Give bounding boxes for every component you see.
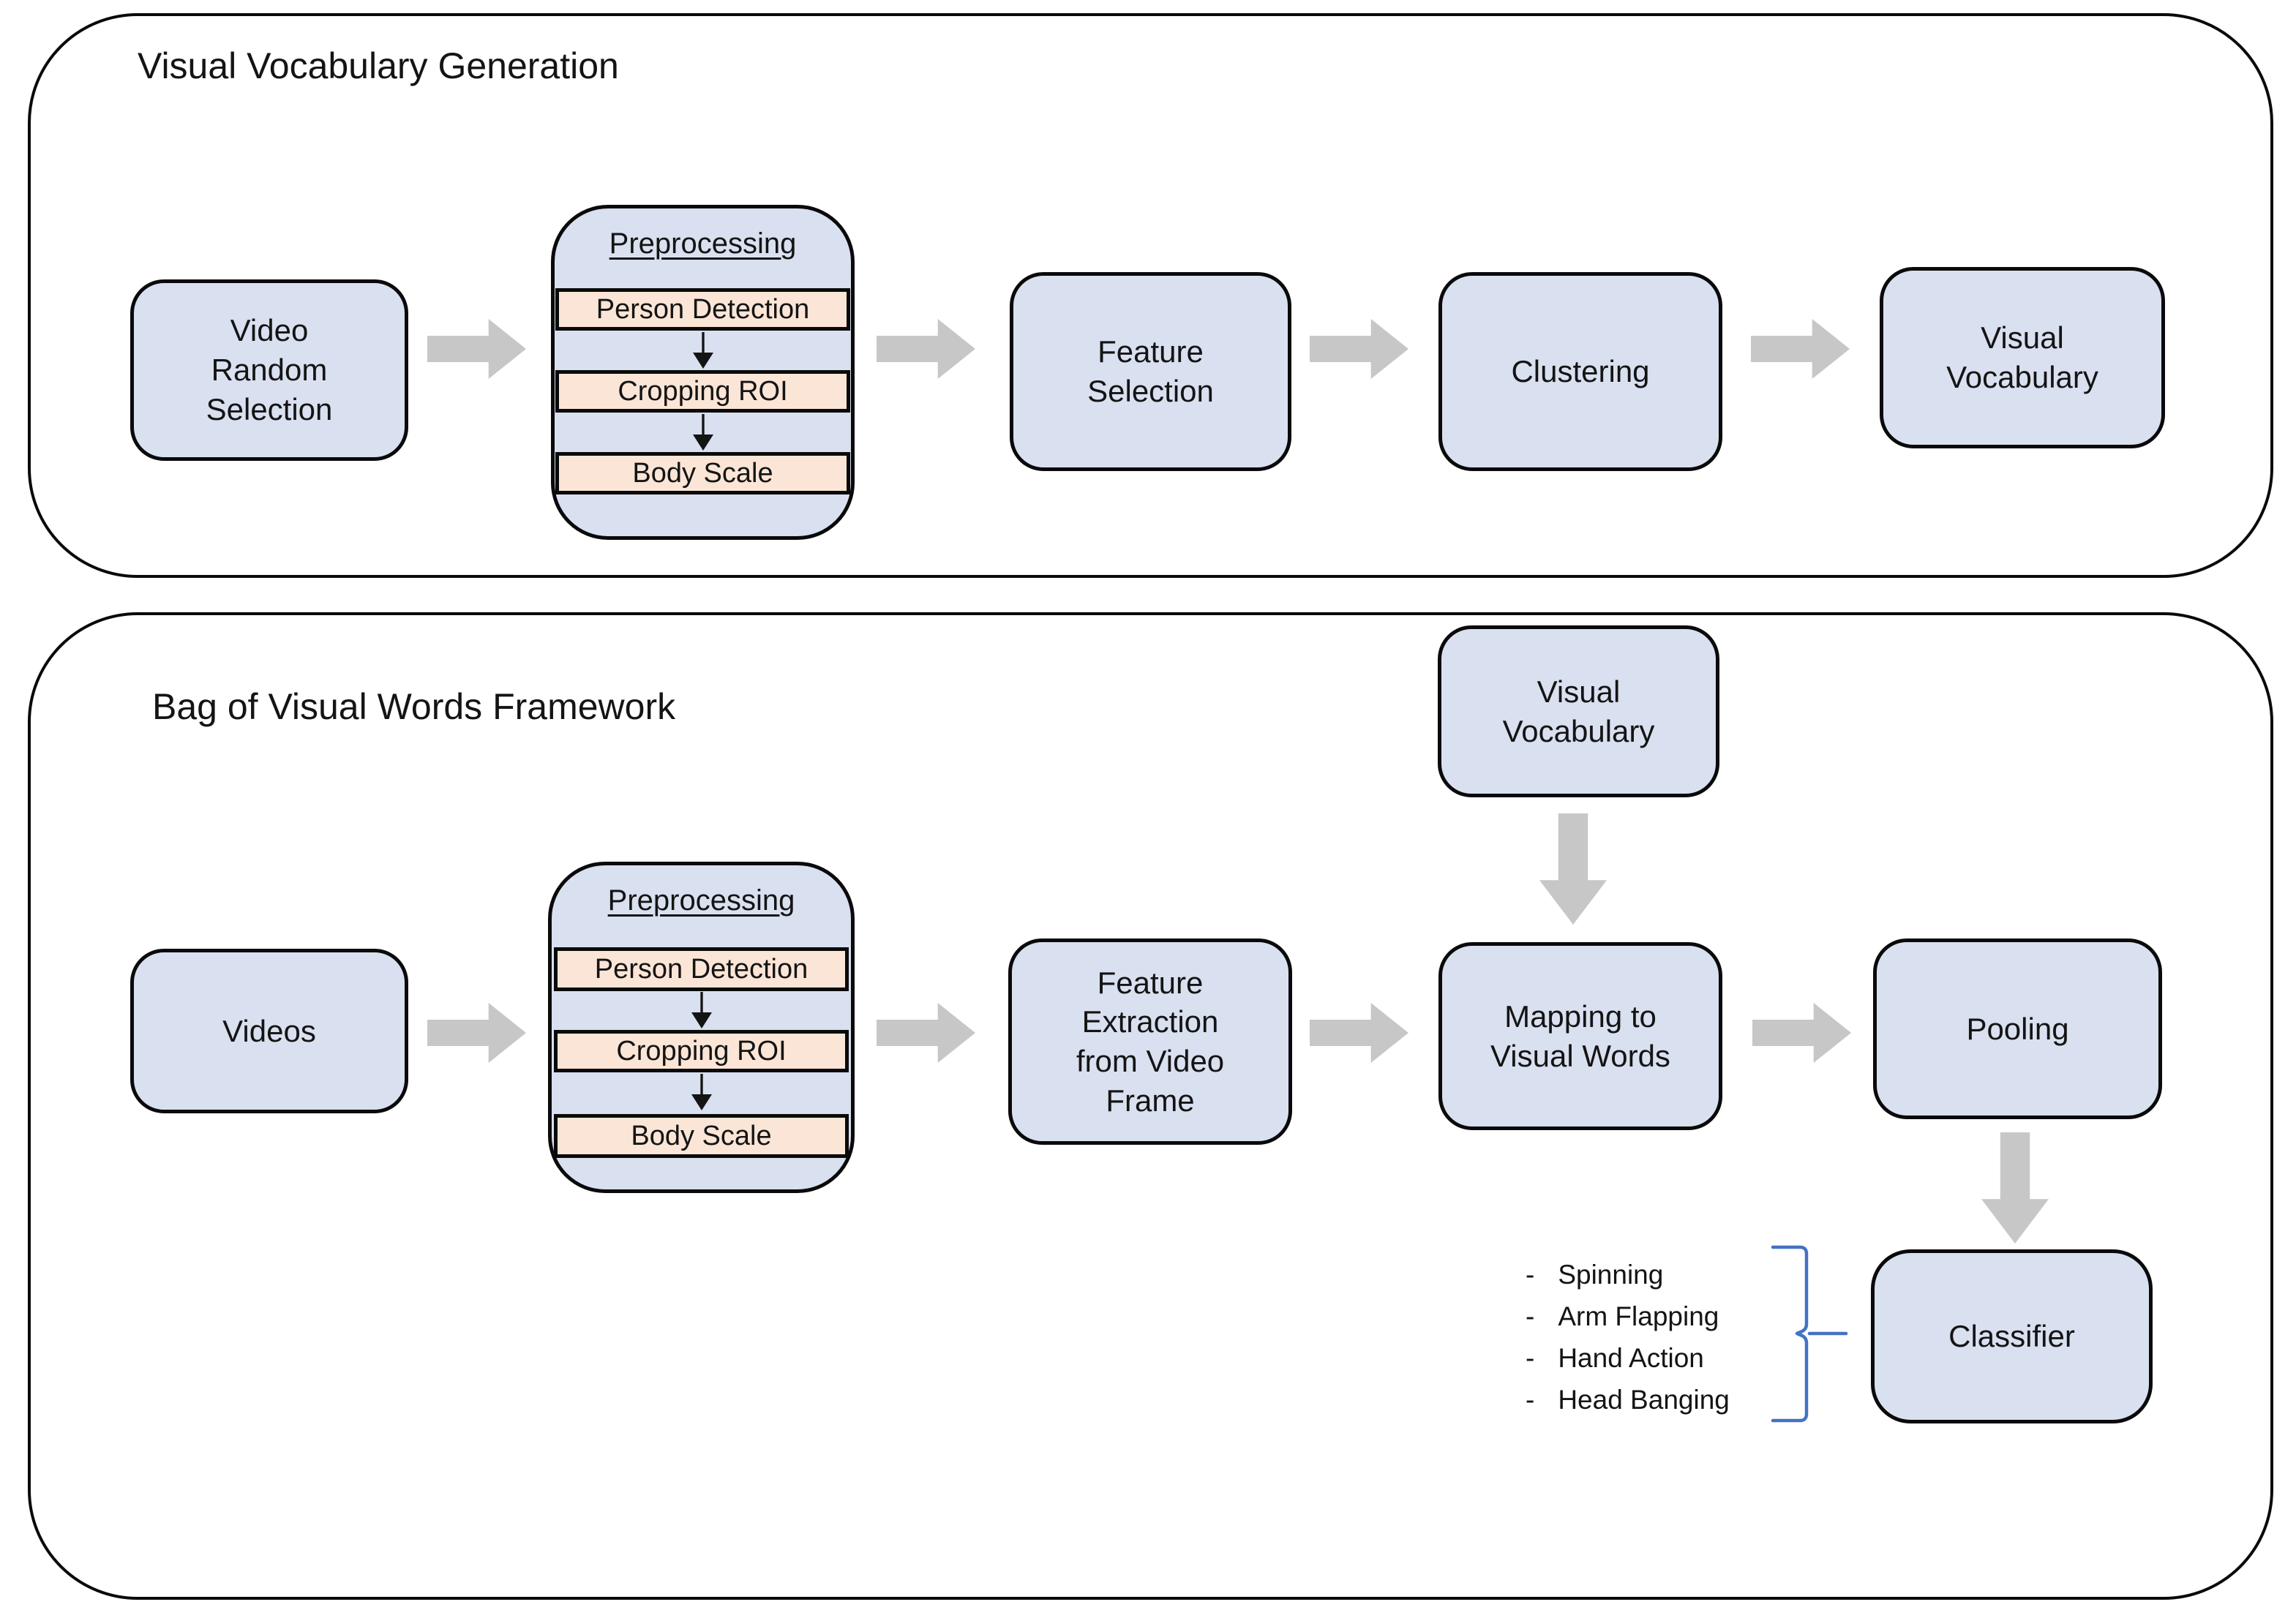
classifier-label: Classifier — [1948, 1319, 2075, 1354]
behavior-list: - Spinning - Arm Flapping - Hand Action … — [1526, 1260, 1730, 1426]
section-1-frame — [28, 13, 2273, 578]
feature-extraction-box: Feature Extraction from Video Frame — [1008, 938, 1292, 1145]
feature-extraction-label: Feature Extraction from Video Frame — [1076, 965, 1225, 1118]
visual-vocabulary-1-box: Visual Vocabulary — [1880, 267, 2165, 448]
clustering-label: Clustering — [1511, 354, 1650, 389]
cropping-roi-1-bar: Cropping ROI — [555, 370, 850, 413]
behavior-label: Spinning — [1558, 1260, 1664, 1290]
person-detection-1-bar: Person Detection — [555, 288, 850, 331]
section-2-title: Bag of Visual Words Framework — [152, 686, 676, 727]
visual-vocabulary-2-label: Visual Vocabulary — [1502, 674, 1655, 748]
pooling-label: Pooling — [1966, 1011, 2069, 1046]
section-1-title: Visual Vocabulary Generation — [138, 45, 619, 86]
visual-vocabulary-2-box: Visual Vocabulary — [1438, 625, 1719, 797]
mapping-to-visual-words-box: Mapping to Visual Words — [1438, 942, 1722, 1130]
clustering-box: Clustering — [1438, 272, 1722, 471]
list-item: - Head Banging — [1526, 1385, 1730, 1417]
pooling-box: Pooling — [1873, 938, 2162, 1119]
dash-bullet: - — [1526, 1343, 1535, 1373]
body-scale-2-bar: Body Scale — [554, 1114, 849, 1158]
cropping-roi-2-bar: Cropping ROI — [554, 1030, 849, 1072]
behavior-label: Head Banging — [1558, 1385, 1730, 1415]
video-random-selection-box: Video Random Selection — [130, 279, 408, 461]
list-item: - Spinning — [1526, 1260, 1730, 1292]
feature-selection-box: Feature Selection — [1010, 272, 1291, 471]
cropping-roi-1-label: Cropping ROI — [618, 376, 788, 407]
list-item: - Arm Flapping — [1526, 1301, 1730, 1333]
video-random-selection-label: Video Random Selection — [206, 313, 333, 426]
behavior-label: Hand Action — [1558, 1343, 1704, 1373]
dash-bullet: - — [1526, 1260, 1535, 1290]
visual-vocabulary-1-label: Visual Vocabulary — [1946, 320, 2098, 394]
preprocessing-1-title: Preprocessing — [609, 227, 797, 260]
cropping-roi-2-label: Cropping ROI — [616, 1036, 787, 1067]
person-detection-2-label: Person Detection — [594, 954, 809, 985]
videos-label: Videos — [222, 1013, 316, 1048]
behavior-label: Arm Flapping — [1558, 1301, 1719, 1331]
list-item: - Hand Action — [1526, 1343, 1730, 1375]
body-scale-1-bar: Body Scale — [555, 452, 850, 494]
preprocessing-2-title: Preprocessing — [607, 884, 795, 917]
mapping-to-visual-words-label: Mapping to Visual Words — [1490, 998, 1670, 1073]
person-detection-2-bar: Person Detection — [554, 947, 849, 991]
body-scale-2-label: Body Scale — [631, 1121, 772, 1151]
section-2-frame — [28, 612, 2273, 1600]
feature-selection-label: Feature Selection — [1087, 334, 1214, 408]
body-scale-1-label: Body Scale — [632, 458, 773, 489]
dash-bullet: - — [1526, 1301, 1535, 1331]
person-detection-1-label: Person Detection — [596, 294, 810, 325]
classifier-box: Classifier — [1871, 1249, 2153, 1423]
brace-icon — [1771, 1245, 1848, 1423]
videos-box: Videos — [130, 949, 408, 1113]
dash-bullet: - — [1526, 1385, 1535, 1415]
